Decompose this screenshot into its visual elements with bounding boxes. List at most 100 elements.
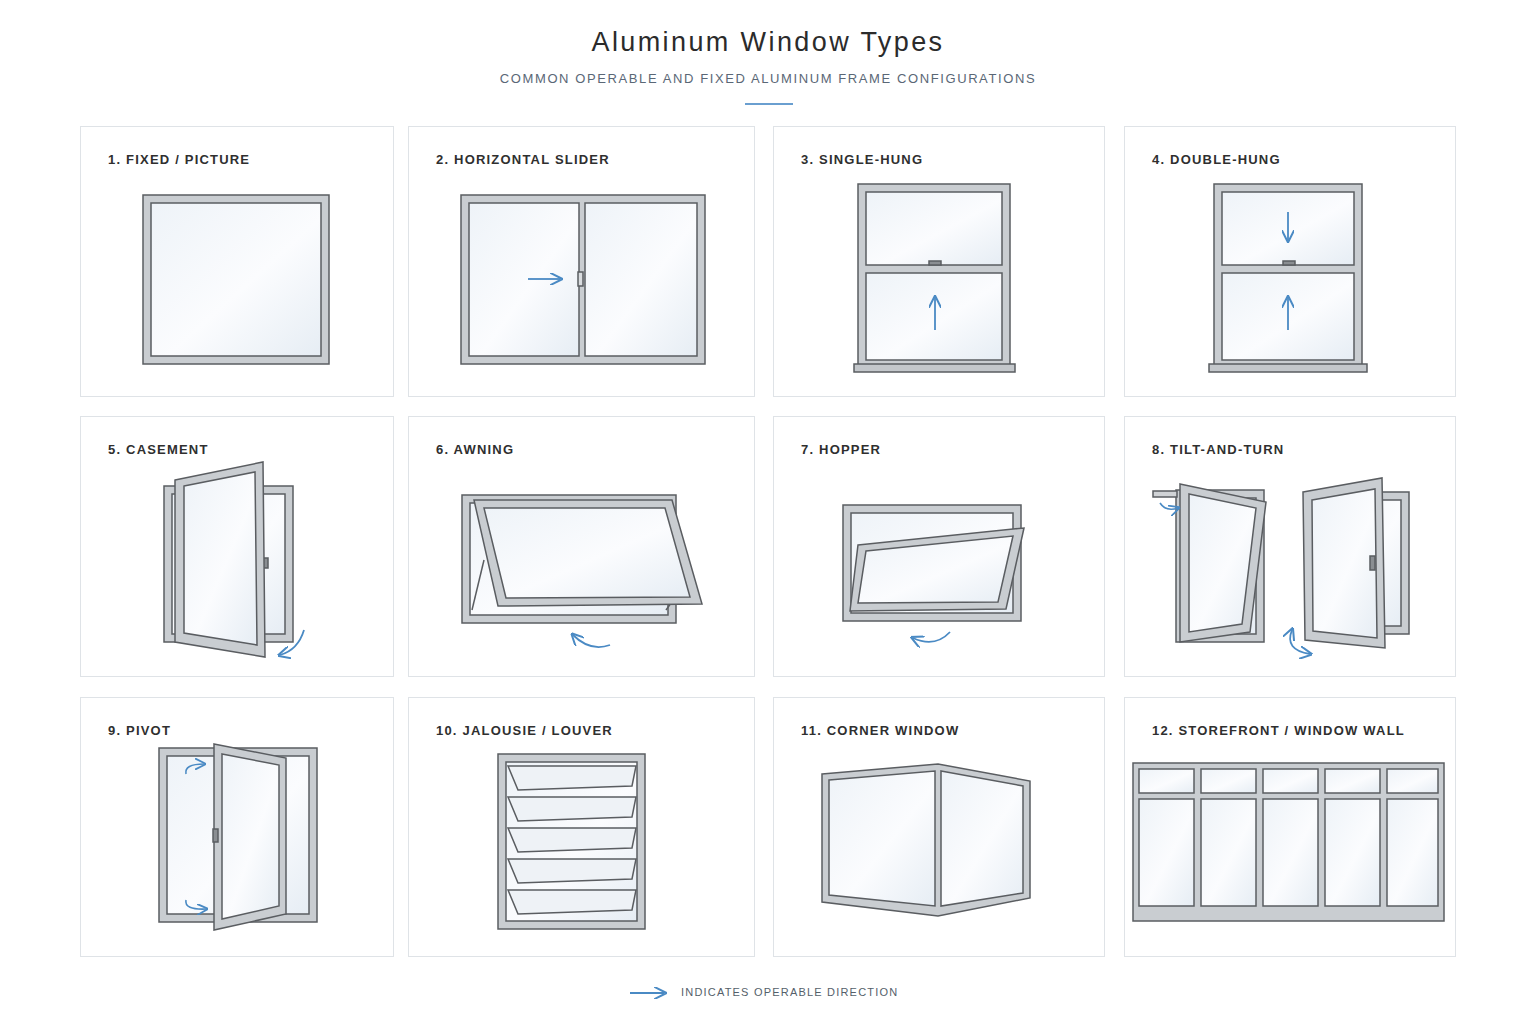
awning-window-part bbox=[484, 508, 690, 598]
storefront-wall-part bbox=[1325, 799, 1380, 906]
single-hung-window-part bbox=[854, 364, 1015, 372]
double-hung-window-part bbox=[1283, 261, 1295, 265]
corner-window-part bbox=[941, 771, 1023, 906]
pivot-window bbox=[159, 744, 317, 930]
jalousie-window-part bbox=[508, 859, 636, 883]
single-hung-window-part bbox=[866, 273, 1002, 360]
storefront-wall-part bbox=[1387, 769, 1438, 793]
single-hung-window-part bbox=[929, 261, 941, 265]
panel-label: 7. HOPPER bbox=[801, 442, 881, 457]
tilt-window bbox=[1153, 484, 1266, 642]
storefront-wall-part bbox=[1139, 799, 1194, 906]
window-panel: 4. DOUBLE-HUNG bbox=[1124, 126, 1456, 397]
direction-arrow bbox=[934, 298, 936, 330]
tilt-window-part bbox=[1153, 491, 1177, 497]
window-panel: 5. CASEMENT bbox=[80, 416, 394, 677]
panel-label: 3. SINGLE-HUNG bbox=[801, 152, 923, 167]
window-panel: 12. STOREFRONT / WINDOW WALL bbox=[1124, 697, 1456, 957]
direction-arrow bbox=[913, 632, 950, 642]
direction-arrow bbox=[1160, 503, 1178, 509]
direction-arrow bbox=[186, 900, 206, 909]
slider-window-part bbox=[585, 203, 697, 356]
jalousie-window-part bbox=[506, 762, 637, 921]
awning-window-part bbox=[474, 500, 702, 606]
panel-label: 10. JALOUSIE / LOUVER bbox=[436, 723, 613, 738]
jalousie-window-part bbox=[498, 754, 645, 929]
awning-window bbox=[462, 495, 702, 623]
panel-label: 4. DOUBLE-HUNG bbox=[1152, 152, 1281, 167]
storefront-wall-part bbox=[1139, 769, 1194, 793]
jalousie-window-part bbox=[508, 828, 636, 852]
storefront-wall-part bbox=[1201, 799, 1256, 906]
window-panel: 8. TILT-AND-TURN bbox=[1124, 416, 1456, 677]
single-hung-window-part bbox=[858, 184, 1010, 366]
direction-arrow bbox=[1290, 630, 1310, 654]
storefront-wall-part bbox=[1387, 799, 1438, 906]
panel-label: 12. STOREFRONT / WINDOW WALL bbox=[1152, 723, 1405, 738]
casement-window-part bbox=[184, 472, 257, 645]
double-hung-window-part bbox=[1222, 273, 1354, 360]
panel-label: 11. CORNER WINDOW bbox=[801, 723, 959, 738]
slider-window-part bbox=[578, 272, 583, 286]
tilt-window-part bbox=[1189, 494, 1256, 632]
single-hung-window bbox=[854, 184, 1015, 372]
direction-arrow bbox=[1287, 212, 1289, 240]
storefront-wall bbox=[1133, 763, 1444, 921]
turn-window-part bbox=[1312, 489, 1377, 638]
subtitle: COMMON OPERABLE AND FIXED ALUMINUM FRAME… bbox=[0, 71, 1536, 86]
casement-window-part bbox=[175, 462, 265, 657]
window-panel: 6. AWNING bbox=[408, 416, 755, 677]
pivot-window-part bbox=[213, 829, 218, 842]
panel-label: 1. FIXED / PICTURE bbox=[108, 152, 250, 167]
tilt-window-part bbox=[1180, 484, 1266, 642]
panel-label: 2. HORIZONTAL SLIDER bbox=[436, 152, 610, 167]
storefront-wall-part bbox=[1263, 799, 1318, 906]
awning-window-part bbox=[472, 560, 484, 610]
legend-text: INDICATES OPERABLE DIRECTION bbox=[681, 986, 898, 998]
hopper-window-part bbox=[858, 536, 1013, 603]
direction-arrow bbox=[1287, 298, 1289, 330]
jalousie-window-part bbox=[508, 890, 636, 914]
panel-label: 6. AWNING bbox=[436, 442, 514, 457]
hopper-window-part bbox=[851, 513, 1013, 613]
double-hung-window-part bbox=[1209, 364, 1367, 372]
single-hung-window-part bbox=[866, 192, 1002, 265]
hopper-window-part bbox=[850, 528, 1024, 611]
window-panel: 9. PIVOT bbox=[80, 697, 394, 957]
double-hung-window-part bbox=[1222, 192, 1354, 265]
direction-arrow bbox=[280, 630, 304, 655]
pivot-window-part bbox=[214, 744, 286, 930]
jalousie-window-part bbox=[508, 797, 636, 821]
direction-arrow bbox=[528, 278, 560, 280]
window-panel: 10. JALOUSIE / LOUVER bbox=[408, 697, 755, 957]
panel-label: 5. CASEMENT bbox=[108, 442, 209, 457]
jalousie-window-part bbox=[508, 766, 636, 790]
window-panel: 11. CORNER WINDOW bbox=[773, 697, 1105, 957]
panel-label: 8. TILT-AND-TURN bbox=[1152, 442, 1284, 457]
panel-label: 9. PIVOT bbox=[108, 723, 171, 738]
title-rule bbox=[745, 103, 793, 105]
turn-window bbox=[1303, 478, 1409, 648]
window-panel: 3. SINGLE-HUNG bbox=[773, 126, 1105, 397]
turn-window-part bbox=[1370, 556, 1375, 570]
legend-sample bbox=[630, 992, 664, 994]
direction-arrow bbox=[573, 635, 610, 647]
pivot-window-part bbox=[159, 748, 317, 922]
turn-window-part bbox=[1303, 478, 1385, 648]
storefront-wall-part bbox=[1263, 769, 1318, 793]
casement-window bbox=[164, 462, 293, 657]
direction-arrow bbox=[186, 764, 204, 774]
corner-window-part bbox=[822, 764, 1030, 916]
corner-window-part bbox=[829, 771, 935, 906]
slider-window bbox=[461, 195, 705, 364]
slider-window-part bbox=[461, 195, 705, 364]
storefront-wall-part bbox=[1201, 769, 1256, 793]
window-panel: 2. HORIZONTAL SLIDER bbox=[408, 126, 755, 397]
page-title: Aluminum Window Types bbox=[0, 27, 1536, 58]
pivot-window-part bbox=[222, 754, 279, 919]
fixed-window bbox=[143, 195, 329, 364]
hopper-window bbox=[843, 505, 1024, 621]
window-panel: 7. HOPPER bbox=[773, 416, 1105, 677]
jalousie-window bbox=[498, 754, 645, 929]
